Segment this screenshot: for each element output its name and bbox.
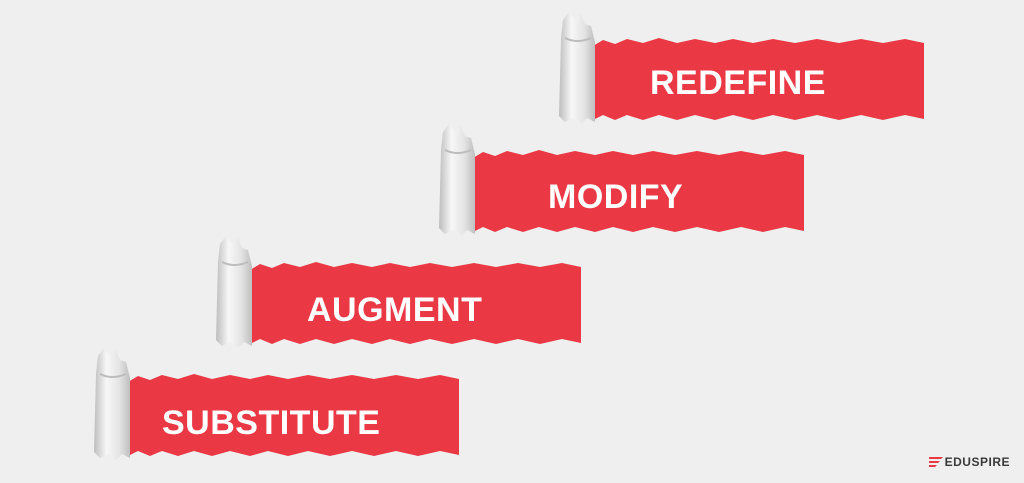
step-augment: AUGMENT — [212, 236, 587, 348]
brand-logo: EDUSPIRE — [928, 455, 1010, 469]
paper-curl-icon — [94, 348, 130, 460]
torn-paper-banner — [559, 12, 924, 124]
paper-curl-icon — [559, 12, 595, 124]
step-label-substitute: SUBSTITUTE — [162, 404, 381, 442]
torn-paper-banner — [94, 348, 459, 460]
brand-name: EDUSPIRE — [944, 455, 1010, 469]
stripes-logo-icon — [928, 457, 943, 467]
paper-curl-icon — [439, 124, 475, 236]
step-label-augment: AUGMENT — [307, 291, 483, 329]
step-label-modify: MODIFY — [548, 178, 684, 216]
step-modify: MODIFY — [435, 124, 810, 236]
torn-paper-banner — [439, 124, 804, 236]
paper-curl-icon — [216, 236, 252, 348]
step-label-redefine: REDEFINE — [650, 64, 826, 102]
torn-paper-banner — [216, 236, 581, 348]
step-redefine: REDEFINE — [555, 12, 930, 124]
step-substitute: SUBSTITUTE — [90, 348, 465, 460]
